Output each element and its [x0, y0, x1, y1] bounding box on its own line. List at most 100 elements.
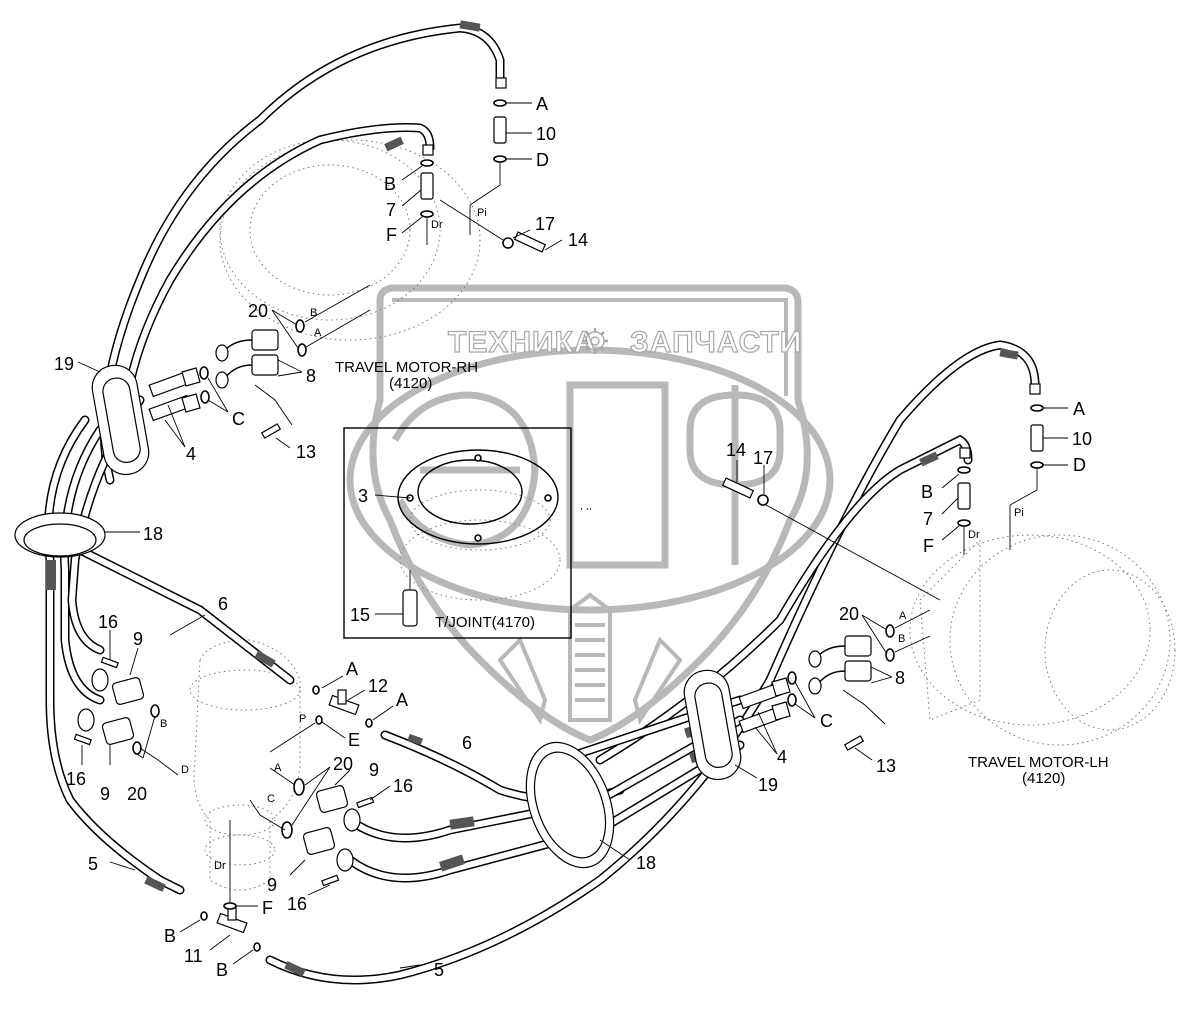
watermark-letter-e [391, 391, 539, 549]
port-p-joint: P [299, 713, 306, 725]
callout-c-rh: C [232, 409, 245, 429]
travel-motor-lh-ghost [909, 534, 1176, 746]
callout-8-rh: 8 [306, 366, 316, 386]
callout-d-lh: D [1073, 455, 1086, 475]
labels: A 10 D Pi B 7 F Dr 17 14 20 B A 8 C 13 4… [54, 94, 1109, 980]
callout-e: E [348, 730, 360, 750]
callout-5-left: 5 [88, 854, 98, 874]
turning-joint-ghost [189, 639, 301, 891]
callout-4-lh: 4 [777, 747, 787, 767]
callout-7-rh: 7 [386, 200, 396, 220]
screw-16-c [356, 796, 375, 809]
fitting-15 [402, 589, 418, 627]
callout-a-joint-left: A [346, 659, 358, 679]
flange-elbow-8-rh [215, 329, 279, 389]
callout-6-lower: 6 [462, 733, 472, 753]
bolt-14-lh [721, 477, 755, 499]
clamps [14, 364, 742, 869]
callout-17-lh: 17 [753, 448, 773, 468]
callout-b-bottom-left: B [164, 926, 176, 946]
clamp-19-rh-inner [102, 377, 141, 463]
callout-18-rh: 18 [143, 524, 163, 544]
turning-joint-name: T/JOINT(4170) [435, 614, 535, 631]
callout-18-lh: 18 [636, 853, 656, 873]
callout-4-rh: 4 [186, 444, 196, 464]
flange-elbow-8-lh [808, 635, 872, 695]
callout-17-rh: 17 [535, 214, 555, 234]
bolt-13-rh [260, 423, 282, 439]
fittings-4-lh [738, 677, 791, 734]
callout-10-rh: 10 [536, 124, 556, 144]
watermark-text-left: ТЕХНИКА [448, 326, 597, 359]
callout-6-upper: 6 [218, 594, 228, 614]
travel-motor-rh-name: TRAVEL MOTOR-RH [335, 359, 478, 376]
hose-fittings [46, 20, 1019, 977]
port-a-rh: A [314, 327, 322, 339]
port-b-rh: B [310, 307, 317, 319]
callout-d-rh: D [536, 150, 549, 170]
tee-fittings [216, 689, 360, 934]
callout-c-lh: C [820, 711, 833, 731]
watermark-text-right: ЗАПЧАСТИ [630, 326, 802, 359]
o-rings [132, 99, 1044, 952]
screw-16-a [100, 656, 119, 669]
travel-motor-rh-code: (4120) [389, 375, 432, 392]
callout-b-lh: B [921, 482, 933, 502]
port-a-joint: A [274, 762, 282, 774]
callout-9-a: 9 [133, 629, 143, 649]
bolt-13-lh [843, 735, 865, 751]
callout-15: 15 [350, 605, 370, 625]
watermark-wheat [497, 592, 683, 725]
callout-14-rh: 14 [568, 230, 588, 250]
port-d-joint: D [181, 764, 189, 776]
callout-16-c: 16 [393, 776, 413, 796]
travel-motor-lh-name: TRAVEL MOTOR-LH [968, 754, 1109, 771]
callout-7-lh: 7 [923, 509, 933, 529]
check-valves [420, 77, 1044, 510]
port-dr-joint: Dr [214, 860, 226, 872]
callout-16-d: 16 [287, 894, 307, 914]
bolts [73, 231, 865, 887]
port-dr-lh: Dr [968, 529, 980, 541]
bolt-14-rh [513, 231, 547, 253]
callout-b-bottom-right: B [216, 960, 228, 980]
callout-19-rh: 19 [54, 354, 74, 374]
callout-13-rh: 13 [296, 442, 316, 462]
port-pi-rh: Pi [477, 207, 487, 219]
callout-9-d: 9 [267, 875, 277, 895]
gear-icon [582, 328, 608, 354]
callout-13-lh: 13 [876, 756, 896, 776]
callout-f-rh: F [386, 225, 397, 245]
callout-3: 3 [358, 486, 368, 506]
callout-20-joint-a: 20 [127, 784, 147, 804]
callout-9-b: 9 [100, 784, 110, 804]
callout-14-lh: 14 [726, 440, 746, 460]
callout-20-lh: 20 [839, 604, 859, 624]
callout-16-a: 16 [98, 612, 118, 632]
port-a-lh: A [899, 610, 907, 622]
callout-16-b: 16 [66, 769, 86, 789]
port-b-lh: B [898, 633, 905, 645]
callout-f-joint: F [262, 898, 273, 918]
port-pi-lh: Pi [1014, 507, 1024, 519]
watermark: ТЕХНИКА ЗАПЧАСТИ [346, 284, 834, 744]
callout-11: 11 [184, 946, 203, 966]
port-b-joint: B [160, 718, 167, 730]
port-c-joint: C [267, 793, 275, 805]
callout-b-rh: B [384, 174, 396, 194]
travel-motor-lh-code: (4120) [1022, 770, 1065, 787]
watermark-letter-f [686, 385, 784, 565]
screw-16-b [73, 733, 92, 746]
leader-lines [77, 102, 1068, 969]
split-flanges-9 [77, 668, 361, 872]
callout-20-rh: 20 [248, 301, 268, 321]
callout-19-lh: 19 [758, 775, 778, 795]
screw-16-d [321, 874, 340, 887]
callout-10-lh: 10 [1072, 429, 1092, 449]
watermark-letter-p [566, 381, 669, 569]
callout-9-c: 9 [369, 760, 379, 780]
travel-motor-rh-ghost [219, 139, 481, 341]
callout-a-rh-top: A [536, 94, 548, 114]
callout-5-right: 5 [434, 960, 444, 980]
